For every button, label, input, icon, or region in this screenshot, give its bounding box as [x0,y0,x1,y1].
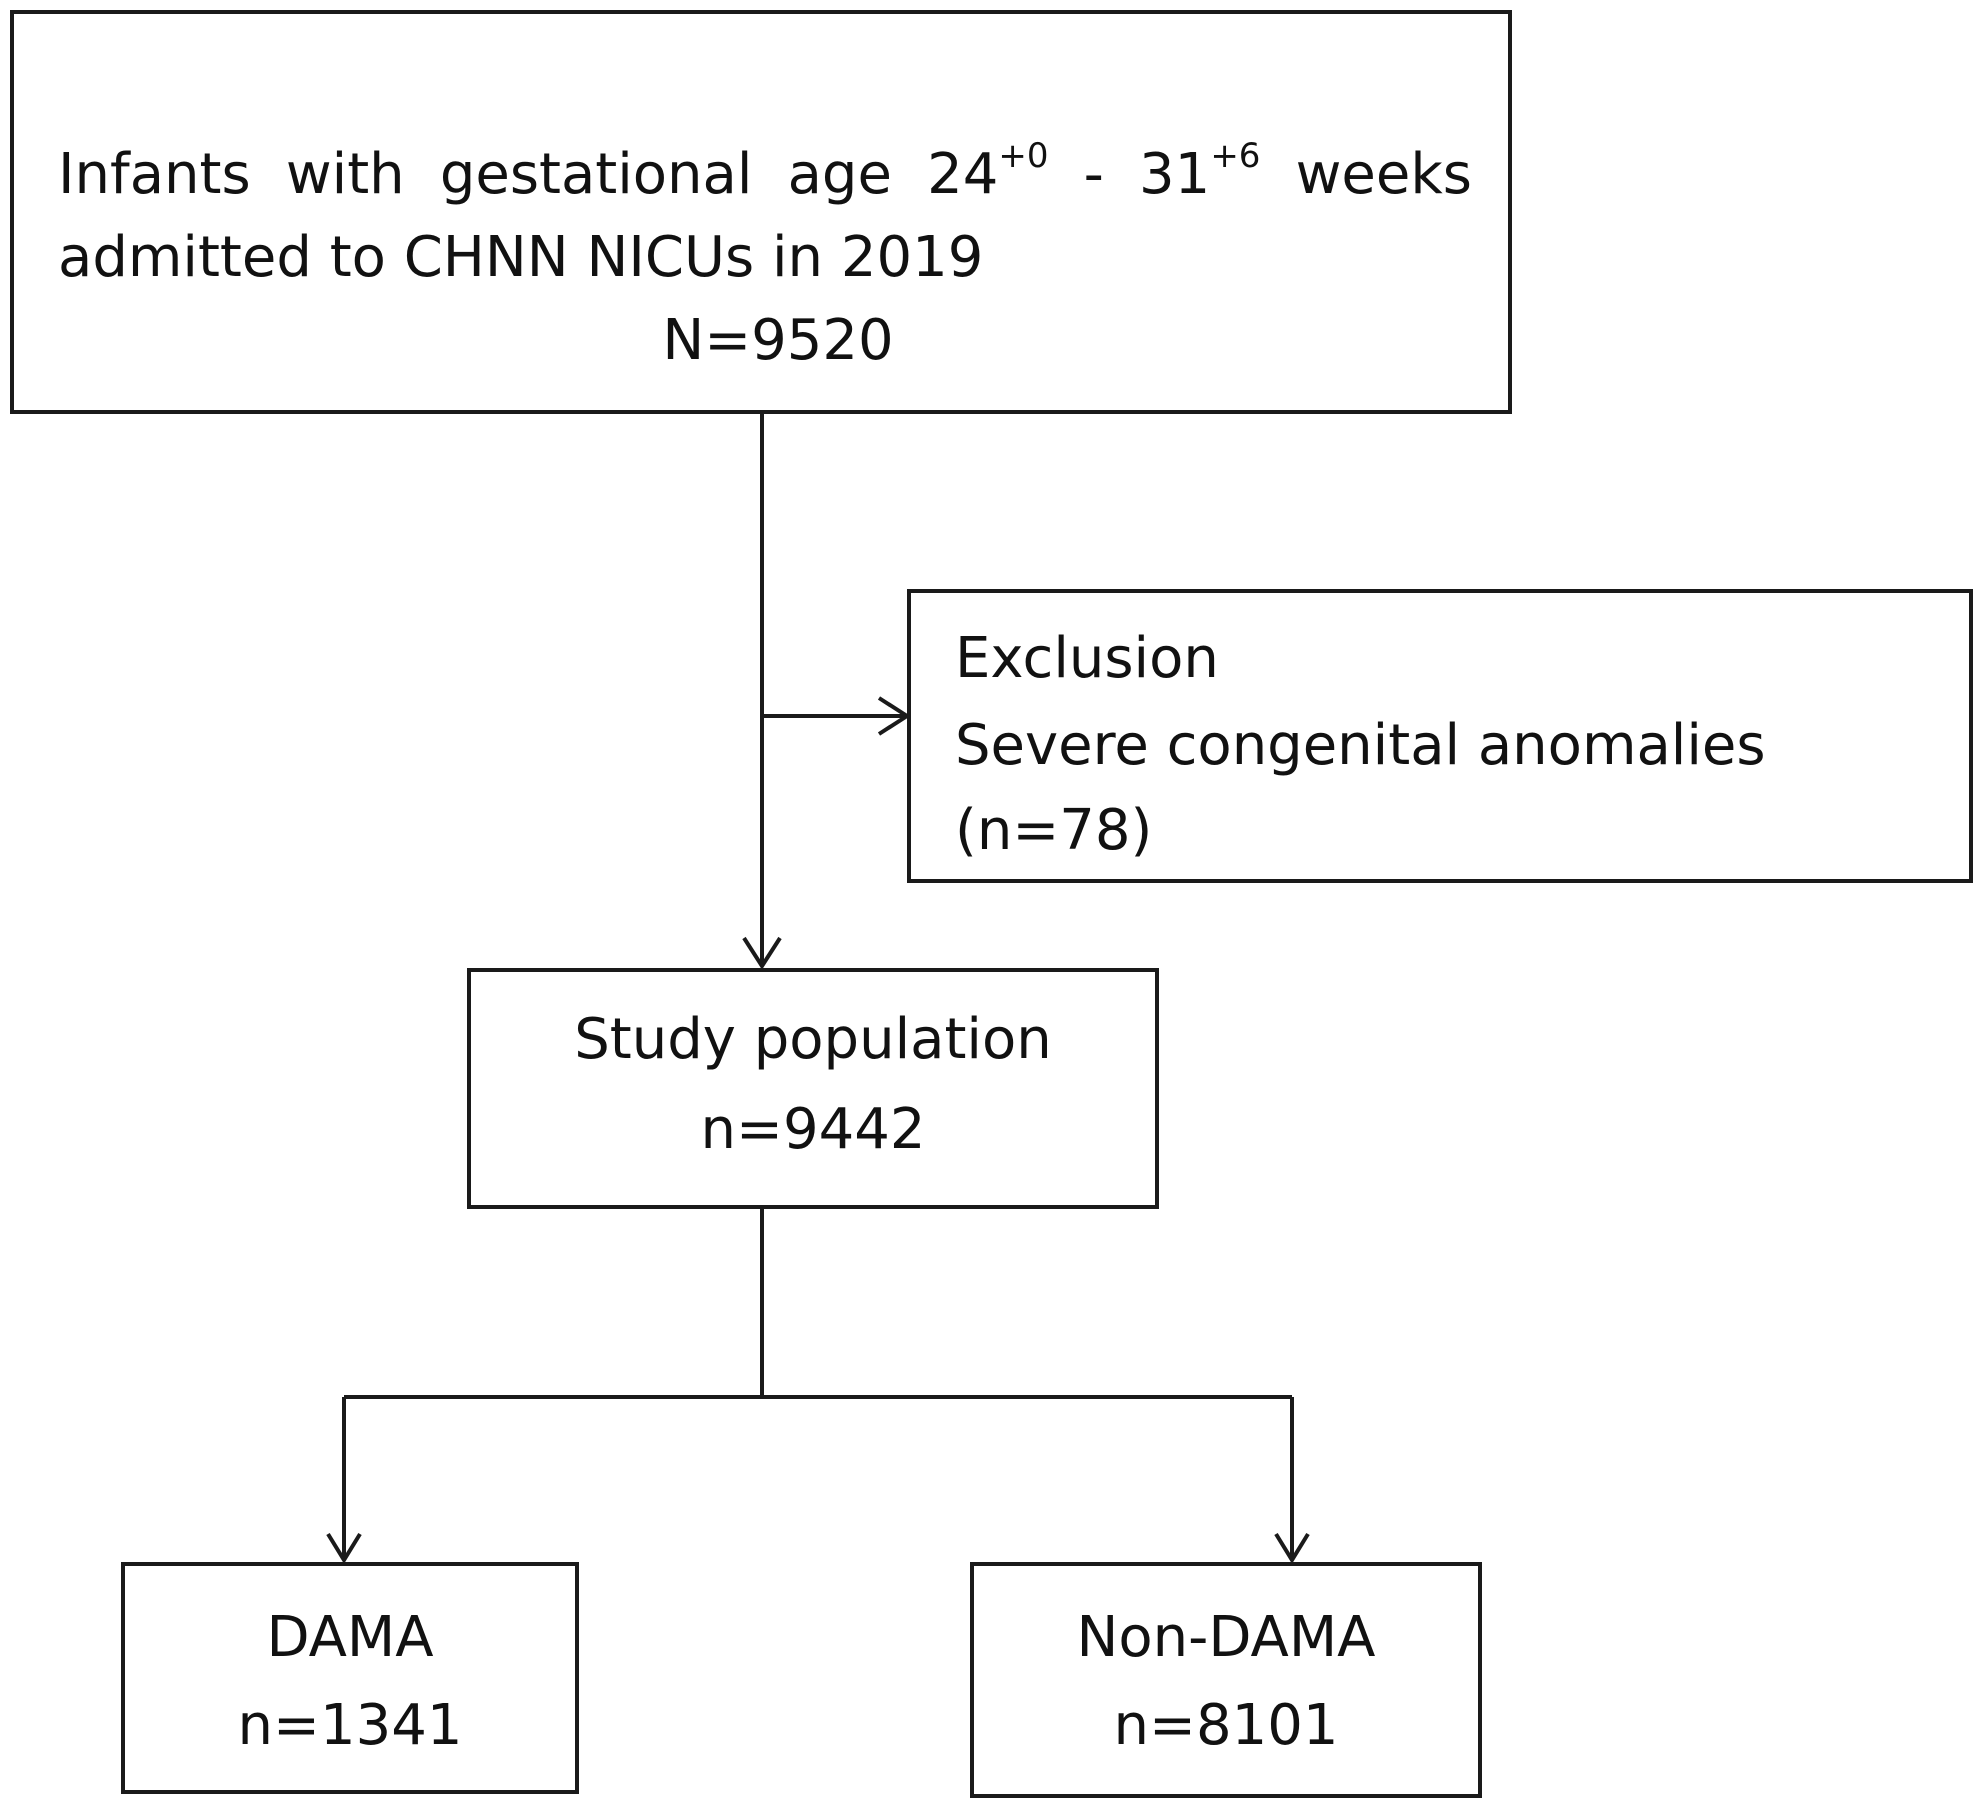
eligible-word: gestational [439,142,753,207]
gestational-age-high-days: +6 [1210,136,1261,176]
study-population-title: Study population [574,1007,1052,1072]
range-dash: - [1083,142,1104,207]
exclusion-reason: Severe congenital anomalies [955,713,1766,778]
study-population-count: n=9442 [700,1097,926,1162]
non-dama-count: n=8101 [1113,1693,1339,1758]
gestational-age-low-days: +0 [998,136,1049,176]
arrow-to-non-dama-head [1274,1532,1310,1564]
non-dama-title: Non-DAMA [1076,1605,1376,1670]
exclusion-title: Exclusion [955,626,1219,691]
eligible-word: weeks [1295,142,1472,207]
gestational-age-high: 31+6 [1139,136,1261,207]
dama-title: DAMA [266,1605,434,1670]
dama-box: DAMA n=1341 [121,1562,579,1794]
eligible-line-1: Infants with gestational age 24+0 - 31+6… [58,136,1472,207]
dama-count: n=1341 [237,1693,463,1758]
arrow-eligible-to-study-head [742,936,782,970]
gestational-age-low: 24+0 [927,136,1049,207]
eligible-word: with [285,142,405,207]
eligible-line-2: admitted to CHNN NICUs in 2019 [58,225,984,290]
eligible-word: Infants [58,142,251,207]
study-population-box: Study population n=9442 [467,968,1159,1209]
exclusion-count: (n=78) [955,798,1153,863]
eligible-infants-box: Infants with gestational age 24+0 - 31+6… [10,10,1512,414]
arrow-to-dama-head [326,1532,362,1564]
eligible-count: N=9520 [662,308,894,373]
exclusion-box: Exclusion Severe congenital anomalies (n… [907,589,1973,883]
eligible-word: age [787,142,892,207]
non-dama-box: Non-DAMA n=8101 [970,1562,1482,1798]
